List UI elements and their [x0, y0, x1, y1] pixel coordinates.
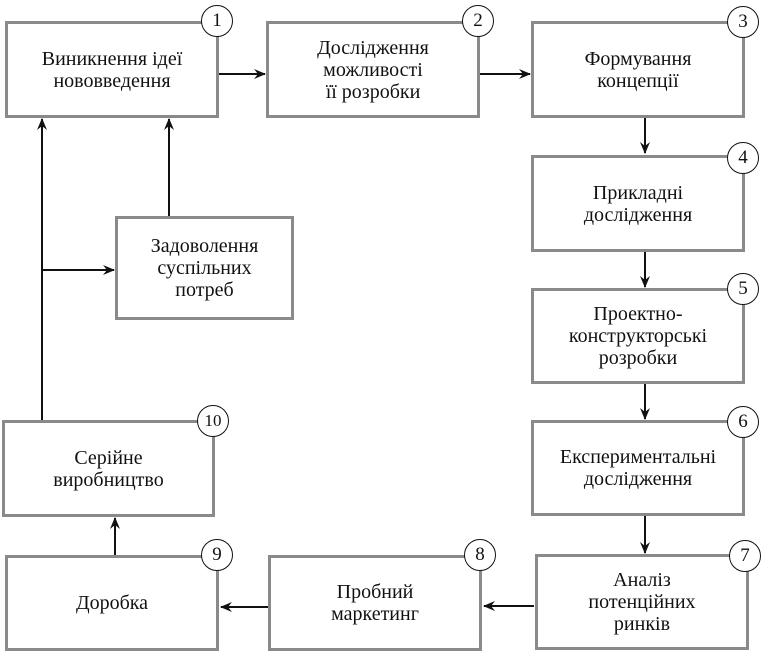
step-4-label: Прикладні дослідження [583, 181, 693, 226]
step-5-number-badge: 5 [727, 273, 759, 305]
step-6-label: Експериментальні дослідження [559, 446, 717, 490]
step-1-box: Виникнення ідеї нововведення [5, 21, 219, 118]
step-1-label: Виникнення ідеї нововведення [41, 47, 183, 92]
step-3-label: Формування концепції [584, 47, 692, 92]
step-4-number-badge: 4 [727, 142, 759, 174]
step-8-label: Пробний маркетинг [331, 581, 419, 625]
step-5-label: Проектно- конструкторські розробки [568, 303, 708, 369]
step-8-box: Пробний маркетинг [268, 555, 482, 651]
step-2-label: Дослідження можливості її розробки [317, 36, 429, 103]
step-2-number-badge: 2 [462, 5, 494, 37]
step-5-box: Проектно- конструкторські розробки [531, 288, 745, 384]
step-10-box: Серійне виробництво [2, 420, 215, 517]
step-4-box: Прикладні дослідження [531, 155, 745, 252]
step-7-number-badge: 7 [729, 540, 761, 572]
step-2-box: Дослідження можливості її розробки [266, 21, 480, 118]
step-7-label: Аналіз потенційних ринків [588, 569, 696, 635]
step-10-label: Серійне виробництво [53, 446, 164, 491]
step-10-number-badge: 10 [197, 405, 229, 437]
step-9-label: Доробка [75, 592, 149, 614]
step-6-number-badge: 6 [727, 406, 759, 438]
step-8-number-badge: 8 [464, 539, 496, 571]
step-7-box: Аналіз потенційних ринків [535, 554, 749, 650]
step-9-box: Доробка [5, 555, 219, 651]
step-9-number-badge: 9 [201, 539, 233, 571]
social-needs-label: Задоволення суспільних потреб [150, 235, 259, 301]
step-1-number-badge: 1 [201, 5, 233, 37]
step-6-box: Експериментальні дослідження [531, 420, 745, 516]
step-3-box: Формування концепції [531, 21, 745, 118]
step-3-number-badge: 3 [727, 6, 759, 38]
social-needs-box: Задоволення суспільних потреб [115, 216, 294, 320]
